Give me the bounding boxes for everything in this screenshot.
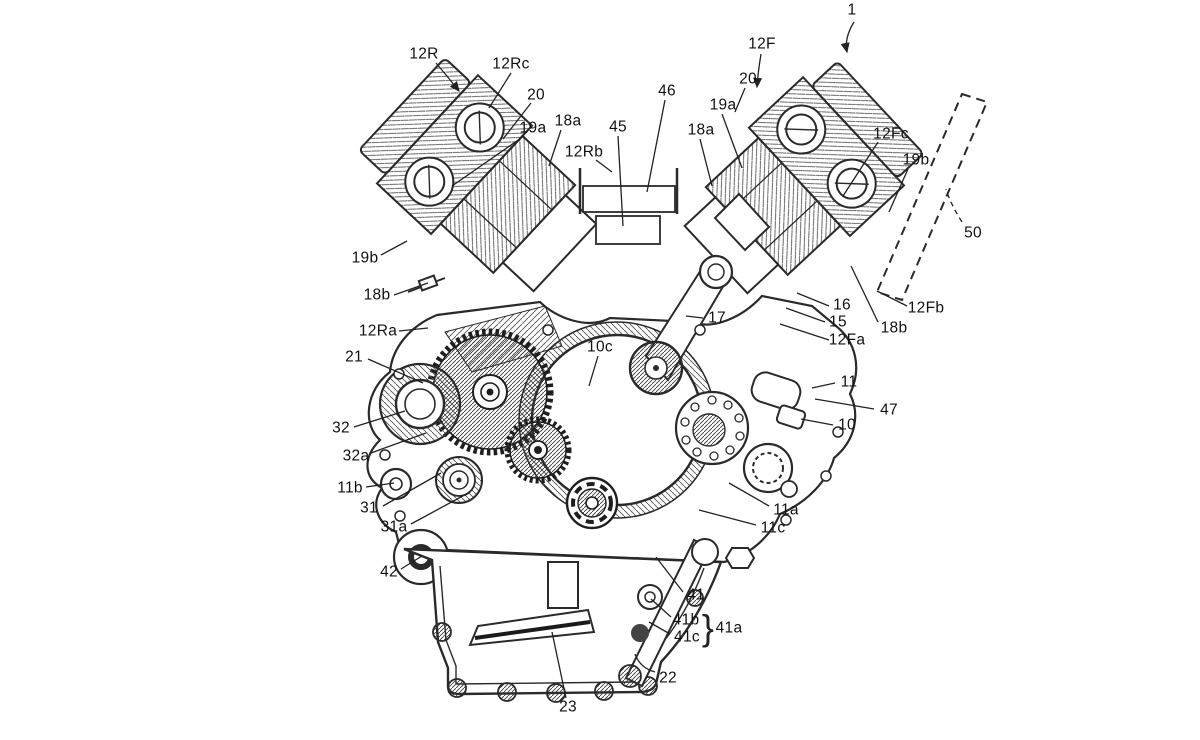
camchain-tensioner-lobe <box>378 362 462 446</box>
ref-12R: 12R <box>409 45 439 63</box>
ref-11a: 11a <box>773 501 799 519</box>
connecting-rod <box>628 254 734 396</box>
left-cylinder-bank <box>359 59 598 293</box>
ref-18b-right: 18b <box>880 319 908 337</box>
balancer-bearing <box>435 456 483 504</box>
ref-32: 32 <box>332 419 350 437</box>
figure-number-1: 1 <box>847 1 857 19</box>
ref-10c: 10c <box>587 338 613 356</box>
ref-45: 45 <box>609 118 627 136</box>
ref-31: 31 <box>360 499 378 517</box>
ref-17: 17 <box>708 309 726 327</box>
ref-21: 21 <box>345 348 363 366</box>
oil-pan <box>403 538 756 703</box>
ref-46: 46 <box>658 82 676 100</box>
ref-12Rb: 12Rb <box>564 143 604 161</box>
ref-19b-right: 19b <box>902 151 930 169</box>
ref-42: 42 <box>380 563 398 581</box>
ref-18a-left: 18a <box>554 112 582 130</box>
ref-12Fc: 12Fc <box>873 125 909 143</box>
ref-32a: 32a <box>342 447 370 465</box>
ref-19a-right: 19a <box>709 96 737 114</box>
dashed-part-50 <box>875 92 989 302</box>
main-ball-bearing <box>674 390 750 466</box>
ref-11: 11 <box>840 373 858 391</box>
ref-12Ra: 12Ra <box>358 322 398 340</box>
ref-12Rc: 12Rc <box>492 55 530 73</box>
ref-18b-left: 18b <box>363 286 391 304</box>
ref-41c: 41c <box>674 628 700 646</box>
ref-20-right: 20 <box>739 70 757 88</box>
ref-31a: 31a <box>380 518 408 536</box>
ref-23: 23 <box>559 698 577 716</box>
brace-41a: } <box>701 607 715 648</box>
ref-12Fb: 12Fb <box>907 299 945 317</box>
ref-47: 47 <box>880 401 898 419</box>
water-pump <box>742 442 798 498</box>
ref-19b-left: 19b <box>351 249 379 267</box>
ref-22: 22 <box>659 669 677 687</box>
ref-16: 16 <box>833 296 851 314</box>
leader-lines <box>353 21 963 699</box>
ref-41a: 41a <box>715 619 743 637</box>
idler-gear <box>504 416 572 484</box>
oil-pump-rotor <box>565 476 619 530</box>
ref-12F: 12F <box>748 35 776 53</box>
ref-20-left: 20 <box>527 86 545 104</box>
intake-valley <box>578 168 679 245</box>
ref-15: 15 <box>829 313 847 331</box>
right-bosses <box>750 371 807 430</box>
case-bolt-holes <box>379 324 844 526</box>
ref-19a-left: 19a <box>519 119 547 137</box>
oil-strainer-strut <box>618 538 756 688</box>
piston <box>713 192 771 252</box>
ref-11b: 11b <box>337 479 363 497</box>
ref-41: 41 <box>687 586 705 604</box>
ref-41b: 41b <box>672 611 700 629</box>
ref-10: 10 <box>838 416 856 434</box>
ref-18a-right: 18a <box>687 121 715 139</box>
ref-11c: 11c <box>760 519 786 537</box>
boss-11b <box>379 467 413 501</box>
ref-12Fa: 12Fa <box>828 331 866 349</box>
ref-50: 50 <box>964 224 982 242</box>
oil-pickup <box>468 561 596 647</box>
